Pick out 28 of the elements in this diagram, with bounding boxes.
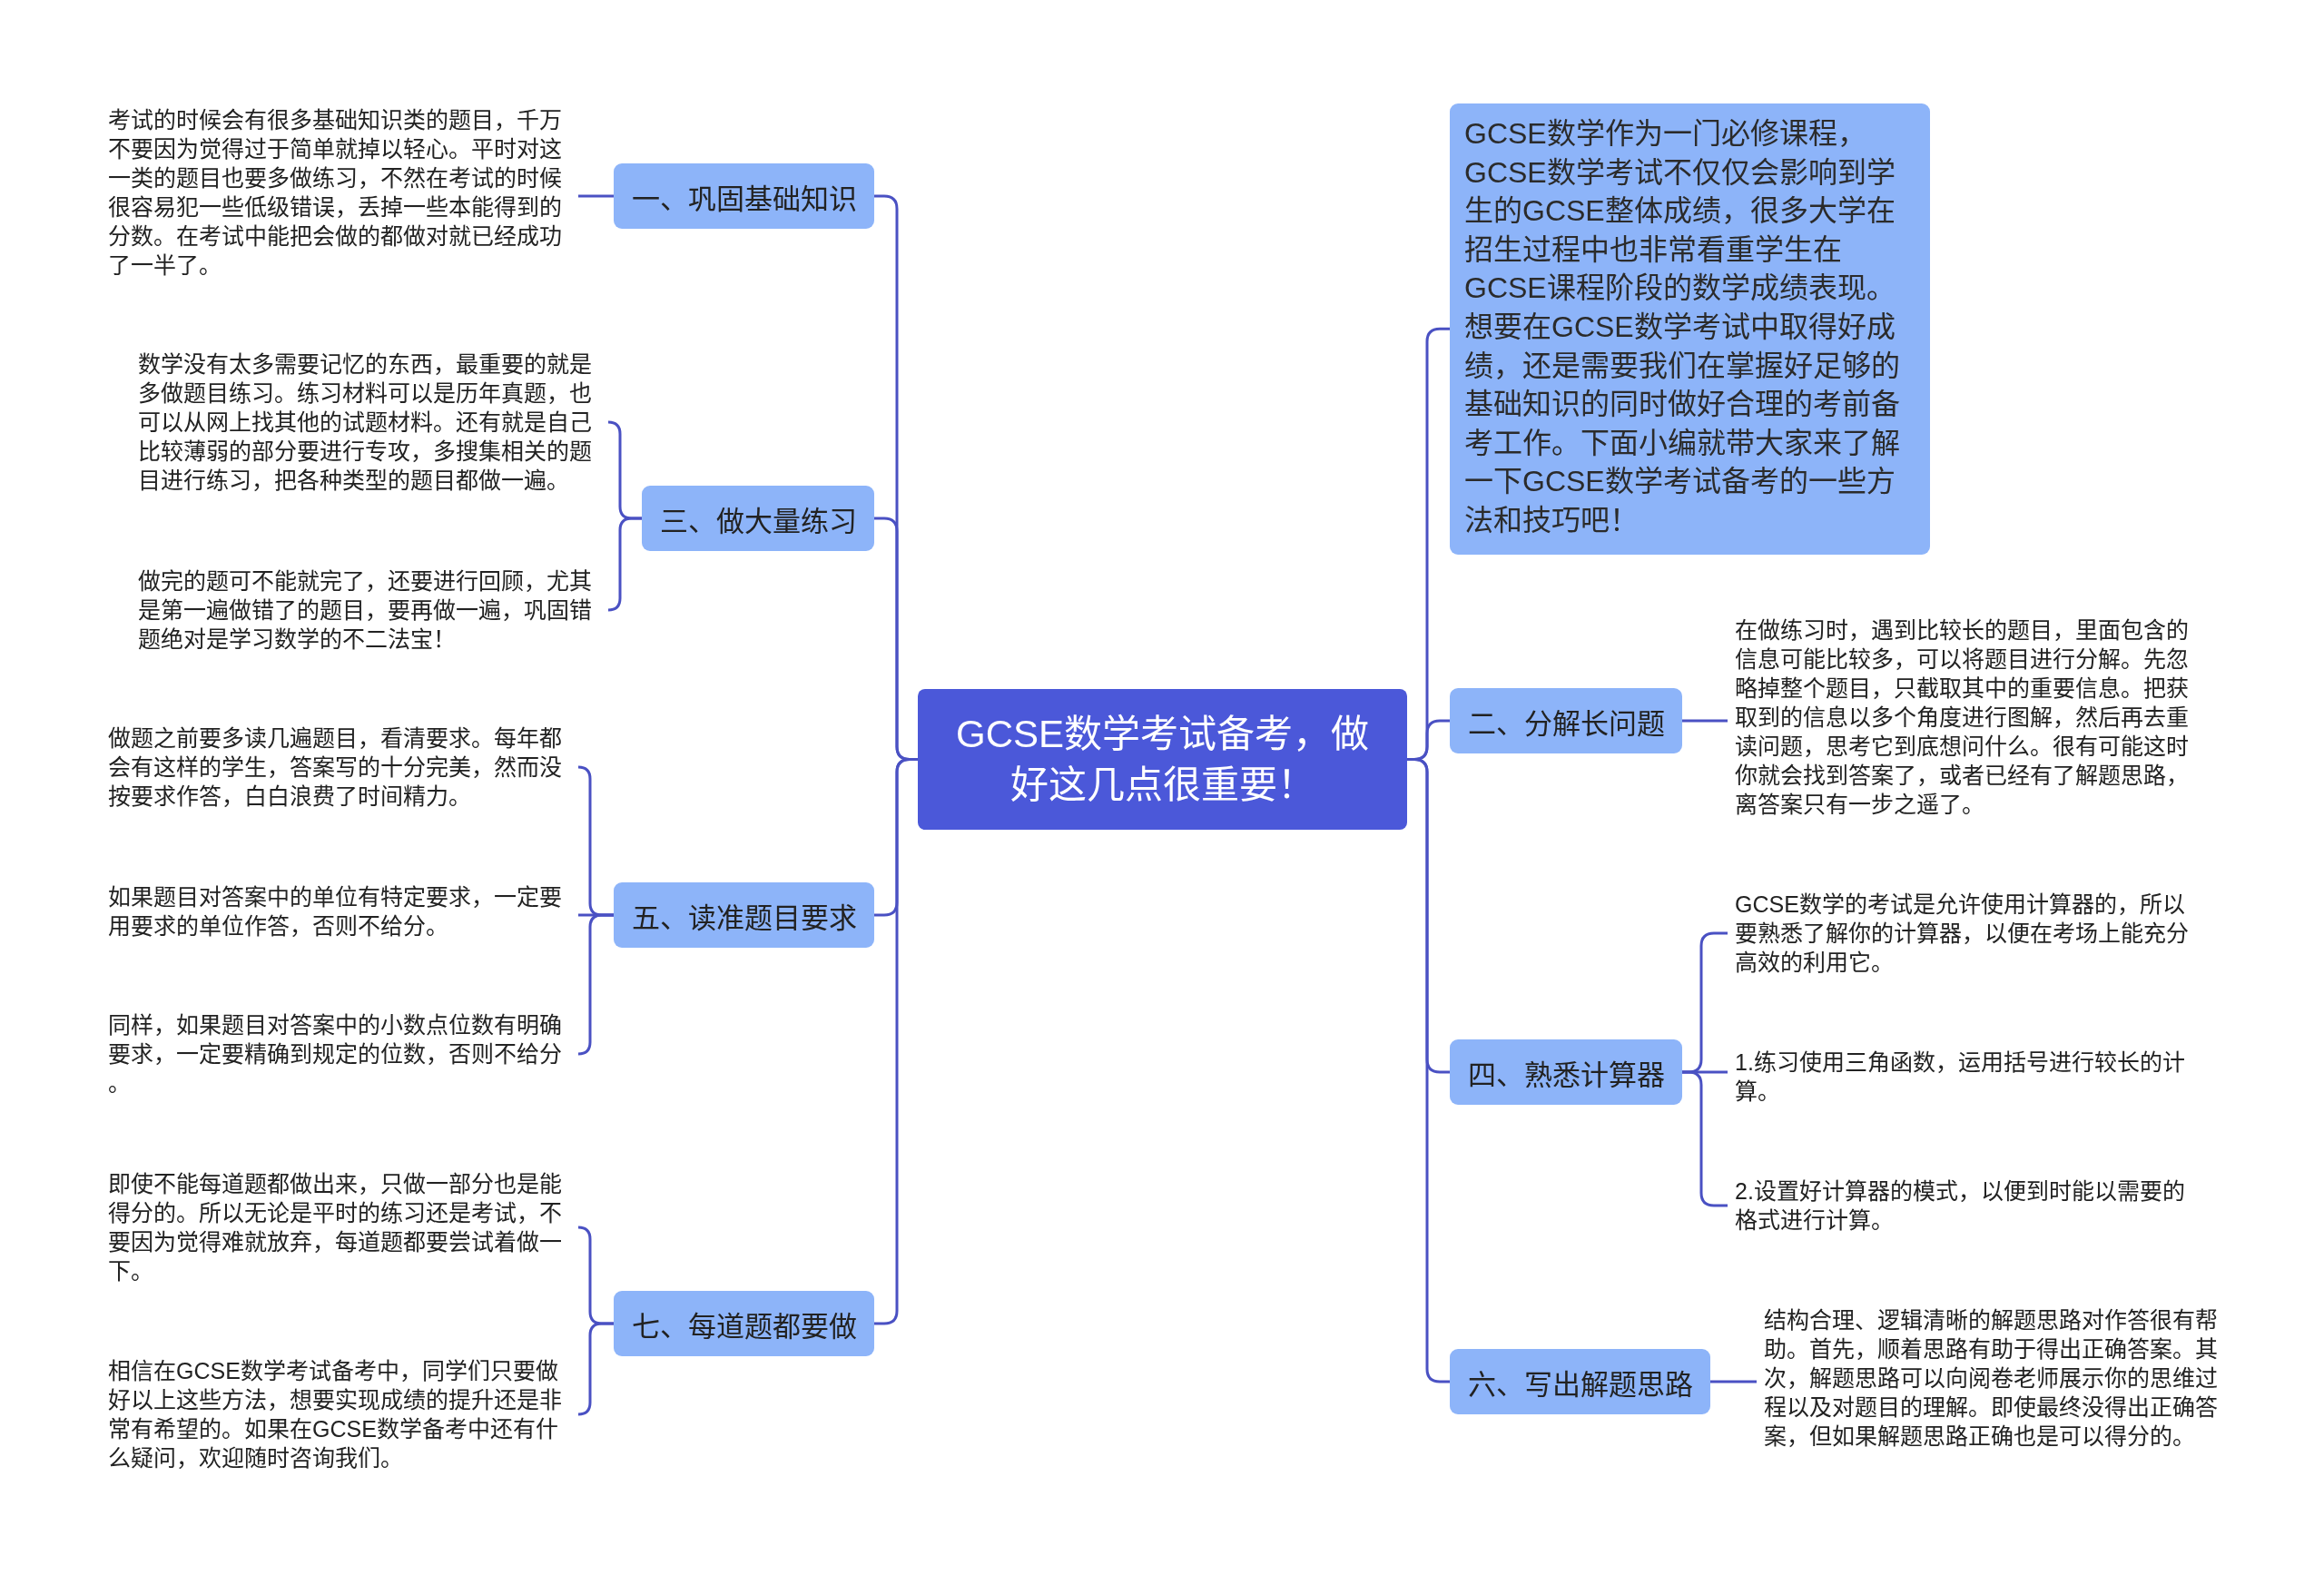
note-text: 数学没有太多需要记忆的东西，最重要的就是多做题目练习。练习材料可以是历年真题，也可以从网上找其他的试题材料。还有就是自己比较薄弱的部分要进行专攻，多搜集相关的题目进行练习，把各种类型的题目都做一遍。 (131, 349, 608, 495)
branch-box: 六、写出解题思路 (1450, 1349, 1710, 1414)
connector-line (606, 517, 642, 612)
branch-box: 七、每道题都要做 (614, 1291, 874, 1356)
note-text: 同样，如果题目对答案中的小数点位数有明确要求，一定要精确到规定的位数，否则不给分。 (101, 1010, 578, 1098)
note-text: 相信在GCSE数学考试备考中，同学们只要做好以上这些方法，想要实现成绩的提升还是非常有希望的。如果在GCSE数学备考中还有什么疑问，欢迎随时咨询我们。 (101, 1356, 578, 1472)
connector-line (576, 1322, 614, 1416)
note-box: GCSE数学作为一门必修课程，GCSE数学考试不仅仅会影响到学生的GCSE整体成绩，很多大学在招生过程中也非常看重学生在GCSE课程阶段的数学成绩表现。想要在GCSE数学考试中取得好成绩，还是需要我们在掌握好足够的基础知识的同时做好合理的考前备考工作。下面小编就带大家来了解一下GCSE数学考试备考的一些方法和技巧吧！ (1450, 103, 1930, 555)
branch-box: 五、读准题目要求 (614, 882, 874, 948)
note-text: 考试的时候会有很多基础知识类的题目，千万不要因为觉得过于简单就掉以轻心。平时对这一类的题目也要多做练习，不然在考试的时候很容易犯一些低级错误，丢掉一些本能得到的分数。在考试中能把会做的都做对就已经成功了一半了。 (101, 105, 578, 280)
connector-line (578, 194, 614, 198)
branch-box: 三、做大量练习 (642, 486, 874, 551)
branch-box: 一、巩固基础知识 (614, 163, 874, 229)
branch-box: 四、熟悉计算器 (1450, 1039, 1682, 1105)
note-text: 即使不能每道题都做出来，只做一部分也是能得分的。所以无论是平时的练习还是考试，不要因为觉得难就放弃，每道题都要尝试着做一下。 (101, 1169, 578, 1285)
note-text: 1.练习使用三角函数，运用括号进行较长的计算。 (1728, 1048, 2205, 1106)
note-text: 做完的题可不能就完了，还要进行回顾，尤其是第一遍做错了的题目，要再做一遍，巩固错题绝对是学习数学的不二法宝！ (131, 566, 608, 654)
note-text: 2.设置好计算器的模式，以便到时能以需要的格式进行计算。 (1728, 1176, 2205, 1235)
connector-line (1682, 719, 1728, 723)
note-text: 如果题目对答案中的单位有特定要求，一定要用要求的单位作答，否则不给分。 (101, 882, 578, 940)
note-text: 做题之前要多读几遍题目，看清要求。每年都会有这样的学生，答案写的十分完美，然而没按要求作答，白白浪费了时间精力。 (101, 724, 578, 811)
note-text: 结构合理、逻辑清晰的解题思路对作答很有帮助。首先，顺着思路有助于得出正确答案。其次，解题思路可以向阅卷老师展示你的思维过程以及对题目的理解。即使最终没得出正确答案，但如果解题思路正确也是可以得分的。 (1757, 1305, 2234, 1451)
connector-line (576, 913, 614, 1056)
note-text: 在做练习时，遇到比较长的题目，里面包含的信息可能比较多，可以将题目进行分解。先忽略掉整个题目，只截取其中的重要信息。把获取到的信息以多个角度进行图解，然后再去重读问题，思考它到底想问什么。很有可能这时你就会找到答案了，或者已经有了解题思路，离答案只有一步之遥了。 (1728, 615, 2205, 819)
topic-box: GCSE数学考试备考，做好这几点很重要！ (918, 689, 1407, 830)
connector-line (1710, 1380, 1757, 1383)
branch-box: 二、分解长问题 (1450, 688, 1682, 753)
note-text: GCSE数学的考试是允许使用计算器的，所以要熟悉了解你的计算器，以便在考场上能充分高效的利用它。 (1728, 890, 2205, 977)
